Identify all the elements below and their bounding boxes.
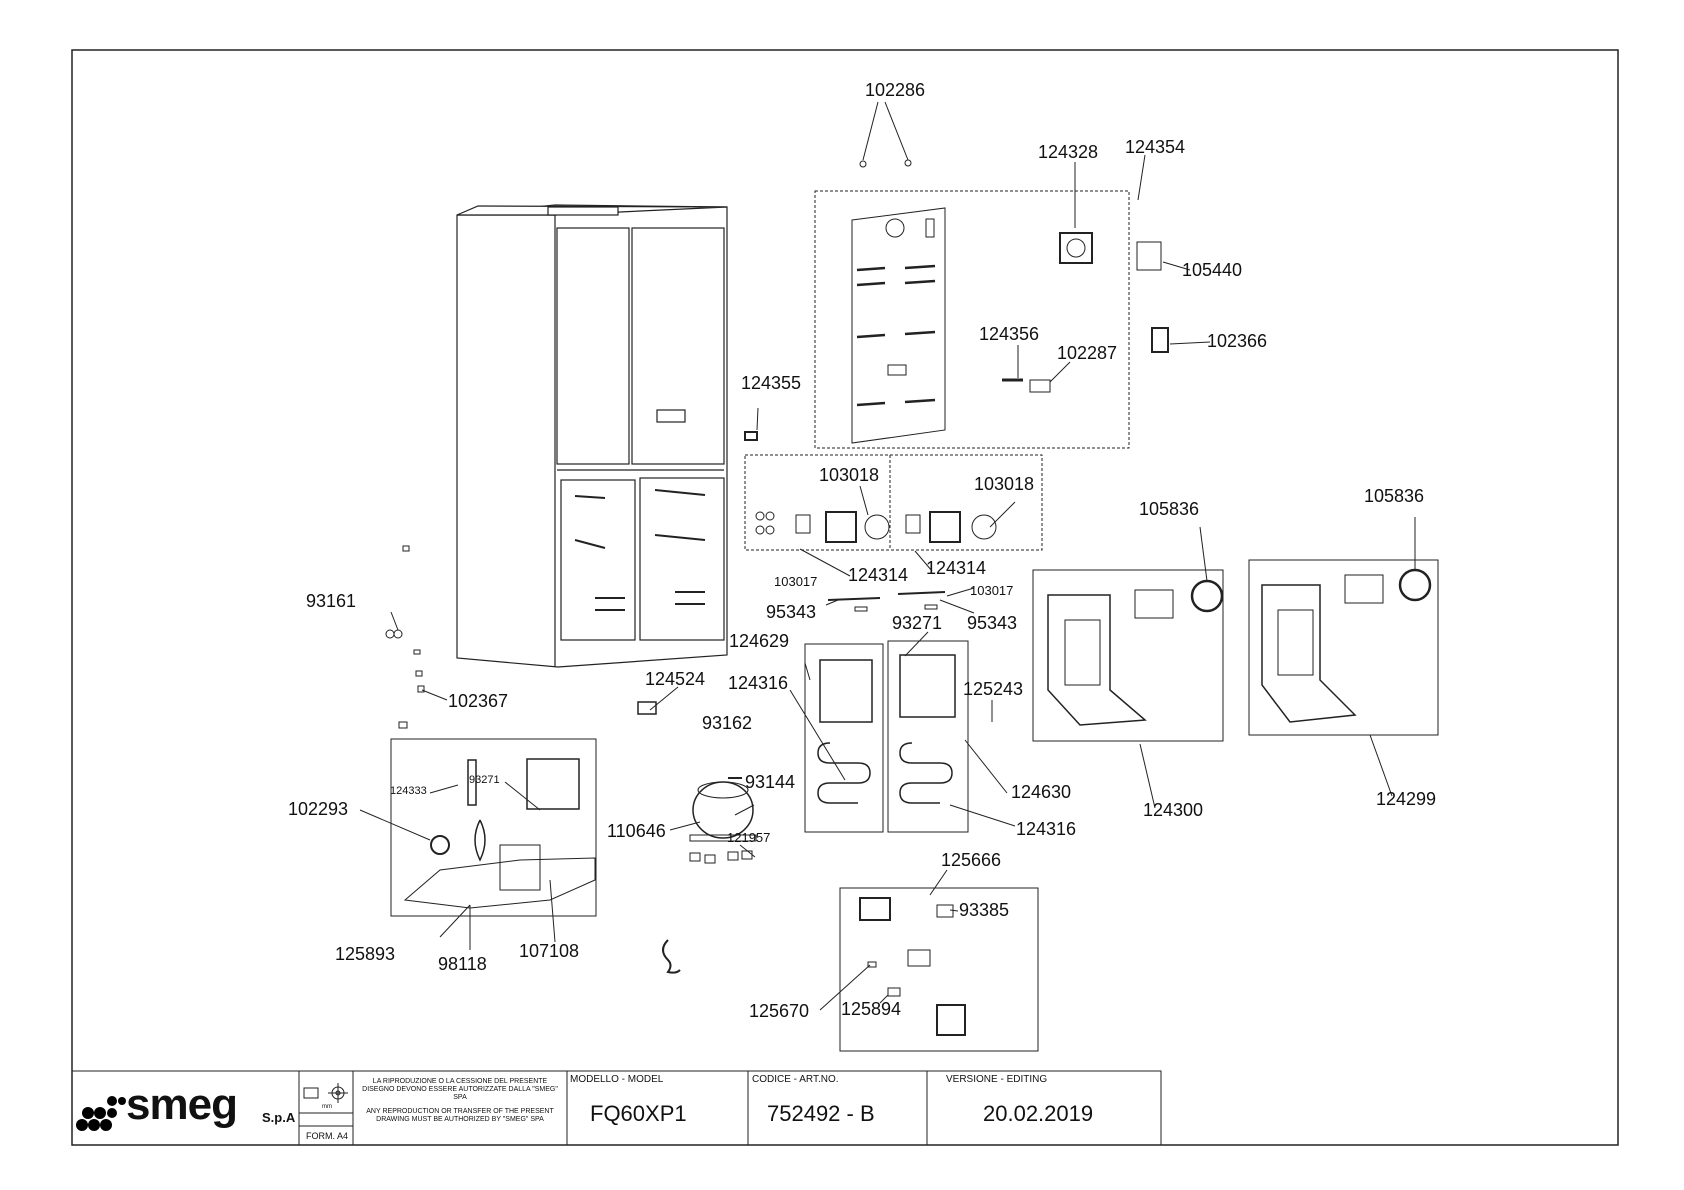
part-label: 93385 [959, 900, 1010, 920]
units-label: mm [322, 1104, 332, 1110]
code-value: 752492 - B [767, 1101, 875, 1126]
compressor-110646-icon [689, 781, 757, 864]
part-label: 102367 [448, 691, 509, 711]
evaporator-group [804, 640, 969, 833]
legal-notice-en: ANY REPRODUCTION OR TRANSFER OF THE PRES… [366, 1108, 554, 1124]
part-label: 95343 [967, 613, 1018, 633]
panel-105440-icon [1136, 241, 1162, 271]
part-label: 124314 [926, 558, 987, 578]
part-label: 124630 [1011, 782, 1072, 802]
screw-102286-icon [859, 160, 867, 168]
part-label: 102293 [288, 799, 349, 819]
part-label: 102366 [1207, 331, 1268, 351]
part-label: 124328 [1038, 142, 1099, 162]
form-label: FORM. A4 [306, 1131, 349, 1141]
part-label: 95343 [766, 602, 817, 622]
part-102367-icon [417, 685, 425, 693]
connector-102366-icon [1151, 327, 1169, 353]
part-label: 124356 [979, 324, 1040, 344]
code-caption: CODICE - ART.NO. [752, 1074, 839, 1085]
rear-cover-124299 [1248, 559, 1439, 736]
screw-102286-icon [904, 159, 912, 167]
part-label: 102286 [865, 80, 926, 100]
part-label: 98118 [438, 954, 487, 974]
leader-lines [359, 154, 1416, 1011]
part-label: 125894 [841, 999, 902, 1019]
title-block-frame [71, 1070, 1162, 1146]
part-label: 124316 [728, 673, 789, 693]
part-label: 124314 [848, 565, 909, 585]
rear-panel-group [814, 190, 1130, 449]
part-label: 103018 [819, 465, 880, 485]
part-label: 103017 [774, 574, 818, 589]
version-caption: VERSIONE - EDITING [946, 1074, 1048, 1085]
part-label: 103017 [970, 583, 1014, 598]
smeg-logo-dots-icon [76, 1096, 126, 1131]
part-label: 102287 [1057, 343, 1118, 363]
electronics-group [839, 887, 1039, 1052]
part-label: 125893 [335, 944, 396, 964]
part-label: 125670 [749, 1001, 810, 1021]
cable-95343-icon [827, 597, 881, 601]
part-124524-icon [637, 701, 657, 715]
part-label: 124629 [729, 631, 790, 651]
part-label: 93162 [702, 713, 753, 733]
part-label: 93271 [892, 613, 943, 633]
part-label: 124355 [741, 373, 802, 393]
part-label: 105836 [1139, 499, 1200, 519]
rear-cover-124300 [1032, 569, 1224, 742]
part-label: 124354 [1125, 137, 1186, 157]
part-label: 103018 [974, 474, 1035, 494]
legal-notice-it: LA RIPRODUZIONE O LA CESSIONE DEL PRESEN… [362, 1078, 558, 1102]
part-label: 121957 [727, 830, 771, 845]
refrigerator-cabinet [456, 204, 728, 668]
hose-clip-icon [662, 939, 681, 974]
drain-tray-group [390, 738, 597, 917]
part-label: 124299 [1376, 789, 1437, 809]
version-value: 20.02.2019 [983, 1101, 1094, 1126]
model-caption: MODELLO - MODEL [570, 1074, 664, 1085]
part-label: 124333 [390, 785, 427, 797]
fan-124328-icon [1059, 232, 1093, 264]
part-label: 105440 [1182, 260, 1243, 280]
part-label: 107108 [519, 941, 580, 961]
brand-suffix: S.p.A [262, 1110, 296, 1125]
part-label: 93144 [745, 772, 796, 792]
part-label: 110646 [607, 821, 666, 841]
smeg-logo: smeg [126, 1080, 238, 1129]
part-label: 125666 [941, 850, 1002, 870]
part-label: 124316 [1016, 819, 1077, 839]
part-label: 93271 [469, 774, 500, 786]
part-93161-icon [385, 629, 395, 639]
model-value: FQ60XP1 [590, 1101, 687, 1126]
part-label: 125243 [963, 679, 1024, 699]
fan-motor-group [744, 454, 1043, 551]
clip-124355-icon [744, 431, 758, 441]
part-label: 124300 [1143, 800, 1204, 820]
part-label: 124524 [645, 669, 706, 689]
part-label: 105836 [1364, 486, 1425, 506]
drawing-frame [71, 49, 1619, 1146]
cable-95343-icon [897, 591, 946, 595]
part-label: 93161 [306, 591, 357, 611]
